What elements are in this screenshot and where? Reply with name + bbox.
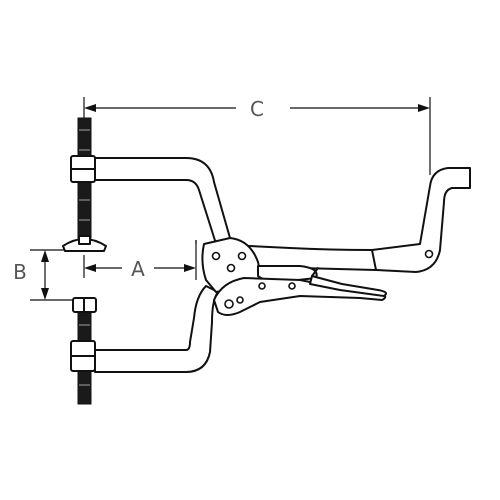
dimension-label-a: A <box>131 257 145 281</box>
rivet-icon <box>237 251 247 261</box>
rivet-icon <box>288 282 296 290</box>
arrowhead-left-icon <box>84 264 96 272</box>
rivet-icon <box>211 251 221 261</box>
arrowhead-right-icon <box>418 104 430 112</box>
dimension-b: B <box>13 249 72 301</box>
lower-screw <box>70 297 97 405</box>
arrowhead-right-icon <box>184 264 196 272</box>
rivet-icon <box>424 249 434 259</box>
arrowhead-down-icon <box>41 288 49 300</box>
upper-screw <box>62 117 107 252</box>
arrowhead-up-icon <box>41 250 49 262</box>
arrowhead-left-icon <box>84 104 96 112</box>
dimension-label-b: B <box>13 260 27 284</box>
dimension-label-c: C <box>250 97 264 121</box>
rivet-icon <box>224 299 234 309</box>
rivet-icon <box>258 282 266 290</box>
upper-arm <box>91 157 233 251</box>
movable-handle <box>213 277 387 316</box>
dimension-c: C <box>83 97 431 175</box>
fixed-handle <box>227 167 471 273</box>
rivet-icon <box>226 263 236 273</box>
lower-arm <box>94 285 219 373</box>
dimension-a: A <box>83 240 197 281</box>
rivet-icon <box>236 296 244 304</box>
